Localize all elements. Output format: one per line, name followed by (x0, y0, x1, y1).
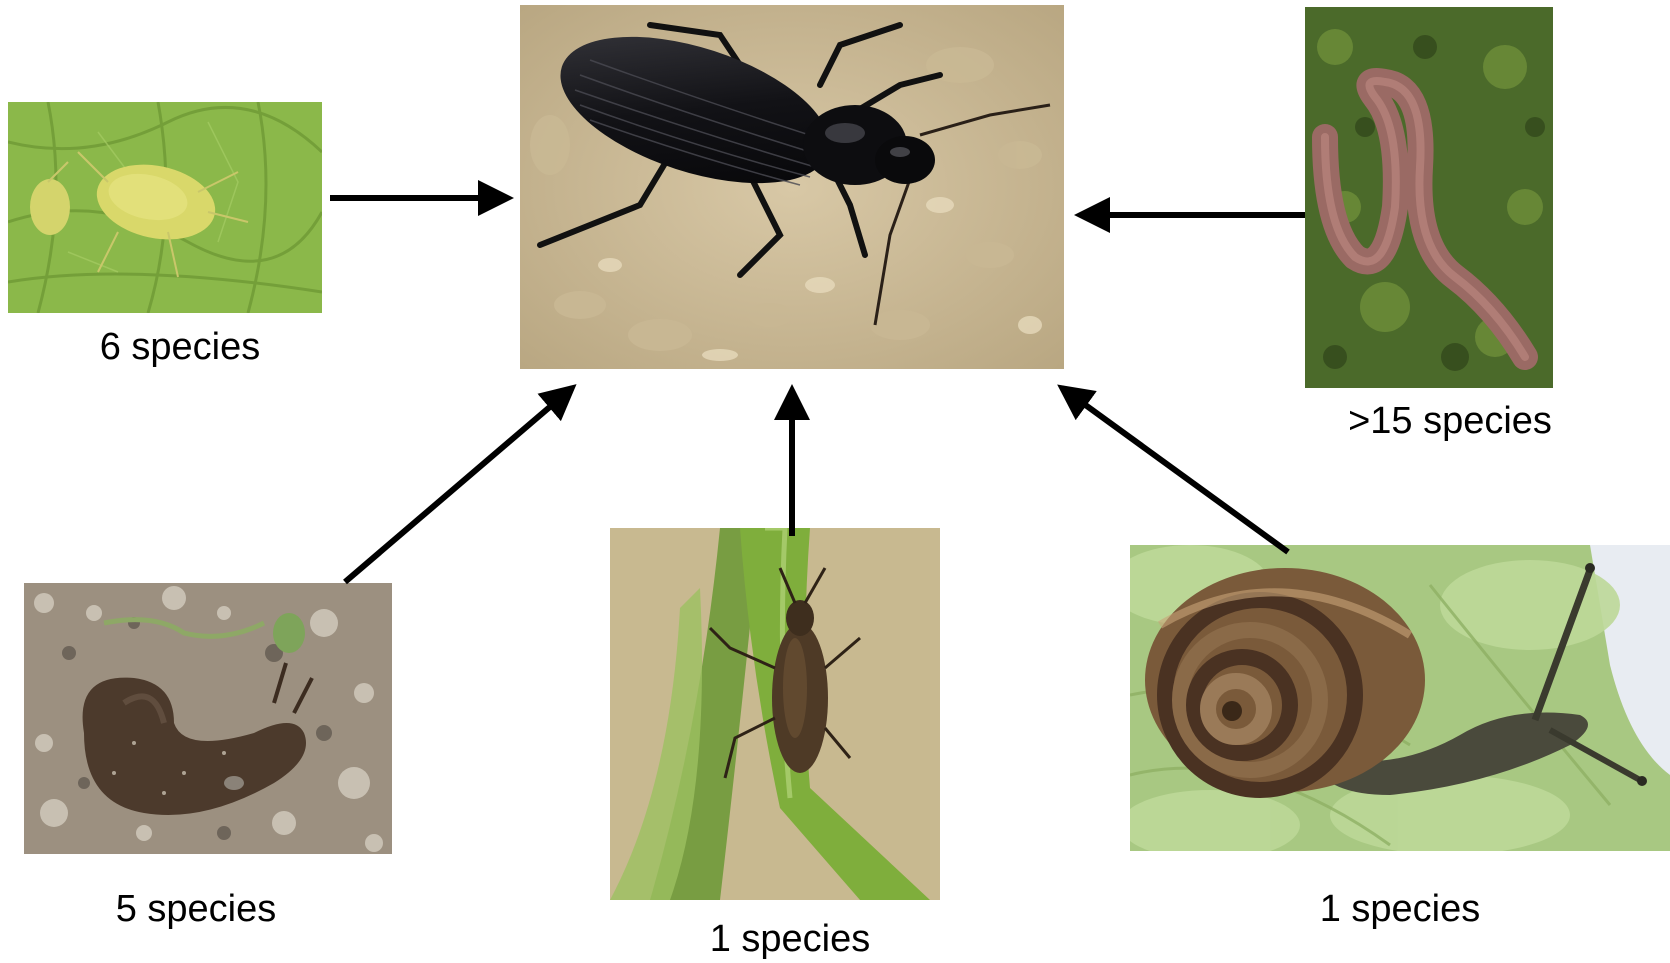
snail-photo (1130, 545, 1670, 851)
arrow-snail-to-beetle (1062, 388, 1288, 552)
weevil-species-count: 1 species (640, 918, 940, 961)
ground-beetle-photo (520, 5, 1064, 369)
earthworm-photo (1305, 7, 1553, 388)
aphid-photo (8, 102, 322, 313)
aphid-species-count: 6 species (28, 326, 332, 369)
weevil-photo (610, 528, 940, 900)
earthworm-species-count: >15 species (1300, 400, 1600, 443)
slug-photo (24, 583, 392, 854)
arrow-slug-to-beetle (345, 388, 572, 582)
slug-species-count: 5 species (46, 888, 346, 931)
snail-species-count: 1 species (1250, 888, 1550, 931)
